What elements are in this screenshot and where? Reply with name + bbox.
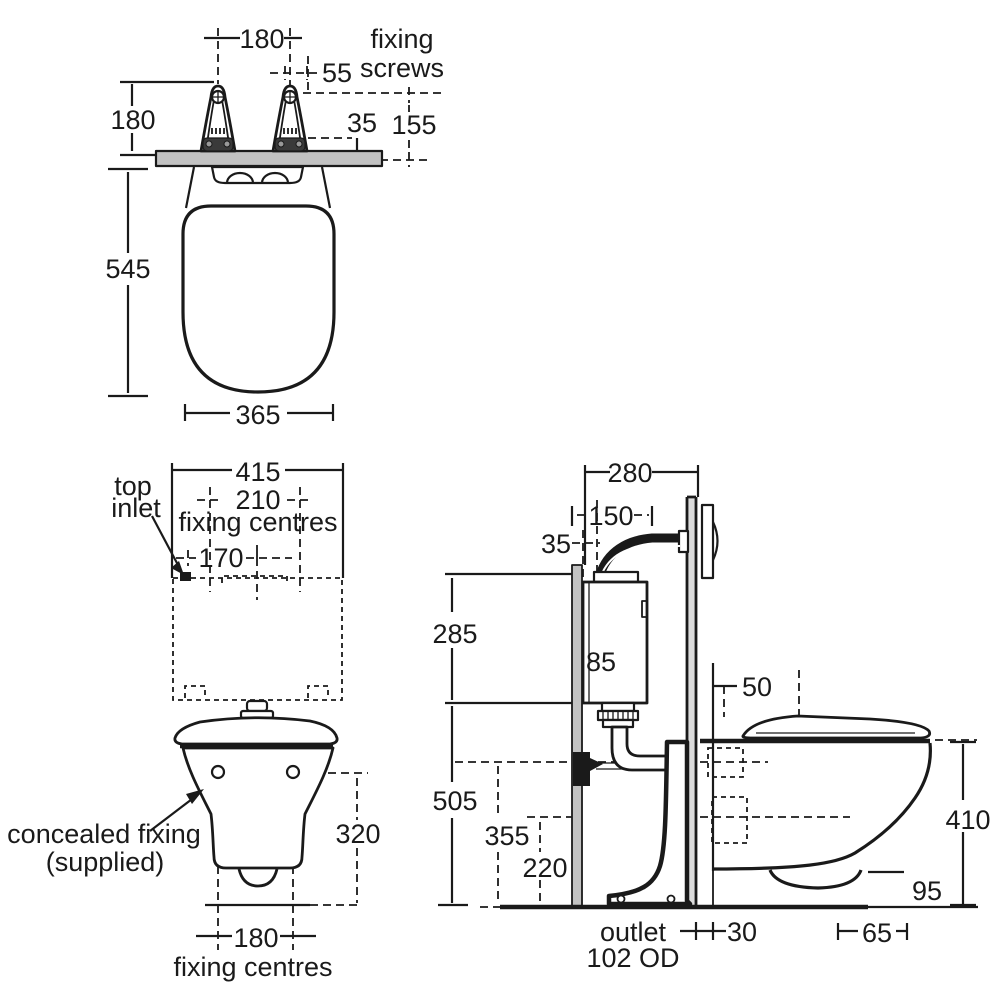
pan-side [700, 738, 932, 905]
cistern-front-view: top inlet 415 210 fixing centres 170 con… [7, 457, 380, 982]
dim-cistern-height: 285 [432, 619, 477, 649]
hidden-fixing-detail-lower [711, 796, 748, 844]
front-view: 180 fixing screws 55 180 35 155 545 365 [105, 24, 445, 430]
fixing-bracket-right [271, 84, 309, 153]
top-inlet-mark [180, 572, 191, 581]
supply-wall-bracket [573, 752, 603, 786]
pan-body-front [181, 746, 335, 870]
label-top-inlet-2: inlet [111, 493, 161, 523]
dim-outlet-setback: 65 [862, 918, 892, 948]
dim-bracket-height: 180 [110, 105, 155, 135]
cistern-outlet-fitting [596, 701, 640, 729]
shelf [154, 149, 384, 168]
label-top-inlet-1: top [114, 471, 152, 501]
label-fixing-screws-2: screws [360, 53, 444, 83]
dim-pipe-wall-gap: 35 [541, 529, 571, 559]
side-dimension-lines [438, 465, 976, 940]
frame-support-leg [606, 739, 693, 907]
flush-pipe [610, 725, 674, 772]
dim-cistern-fixing-centres: 210 [235, 485, 280, 515]
front-dimension-lines [108, 36, 359, 421]
dim-screw-offset: 55 [322, 58, 352, 88]
dim-inlet-height: 355 [484, 821, 529, 851]
flush-plate [700, 503, 719, 580]
label-outlet-1: outlet [600, 917, 667, 947]
cistern-side [581, 570, 649, 705]
dim-pan-fixing-centres: 180 [233, 923, 278, 953]
side-section-view: 280 150 35 285 85 50 505 355 220 410 95 … [432, 458, 990, 973]
dim-frame-depth: 280 [607, 458, 652, 488]
concealed-fixing-arrow [149, 789, 204, 832]
flush-hose [595, 533, 680, 577]
hose-wall-connector [677, 529, 690, 554]
dim-cistern-width: 415 [235, 457, 280, 487]
pan-side-edges [184, 166, 332, 209]
front-dashed-lines [217, 28, 445, 167]
dim-cistern-base-height: 505 [432, 786, 477, 816]
fixing-bracket-left [199, 84, 237, 153]
dim-pan-top-height: 410 [945, 805, 990, 835]
fixing-hole-left [210, 764, 226, 780]
hidden-fixing-detail-upper [707, 747, 744, 778]
dim-outlet-height: 220 [522, 853, 567, 883]
dim-flush-pipe-offset: 85 [586, 647, 616, 677]
pan-front-outline [181, 204, 336, 394]
flush-plate-button [712, 521, 719, 561]
dim-screw-height: 155 [391, 110, 436, 140]
top-inlet-arrow [151, 515, 184, 575]
toilet-lid-front [173, 716, 339, 746]
label-concealed-fixing-1: concealed fixing [7, 819, 201, 849]
seat-hinge-block [210, 165, 305, 185]
seat-side [741, 714, 932, 740]
dim-pan-fixing-height: 320 [335, 819, 380, 849]
label-outlet-2: 102 OD [586, 943, 679, 973]
stud-wall [571, 564, 583, 908]
label-fixing-centres-cistern: fixing centres [178, 507, 337, 537]
dim-panel-offset: 30 [727, 917, 757, 947]
dim-cistern-offset: 150 [588, 501, 633, 531]
fixing-hole-right [285, 764, 301, 780]
dim-rim-to-fixing: 35 [347, 108, 377, 138]
label-fixing-screws-1: fixing [370, 24, 433, 54]
dim-bracket-centres: 180 [239, 24, 284, 54]
cistern-front-dimension-lines [170, 463, 345, 938]
label-fixing-centres-pan: fixing centres [173, 952, 332, 982]
dim-seat-rise: 50 [742, 672, 772, 702]
pan-outlet-bump [237, 868, 279, 888]
dim-pan-height: 545 [105, 254, 150, 284]
dim-inlet-offset: 170 [198, 543, 243, 573]
flush-button-front [239, 699, 275, 720]
concealed-cistern-outline [172, 575, 343, 701]
dim-pan-underside-height: 95 [912, 876, 942, 906]
dim-pan-width: 365 [235, 400, 280, 430]
label-concealed-fixing-2: (supplied) [46, 847, 165, 877]
